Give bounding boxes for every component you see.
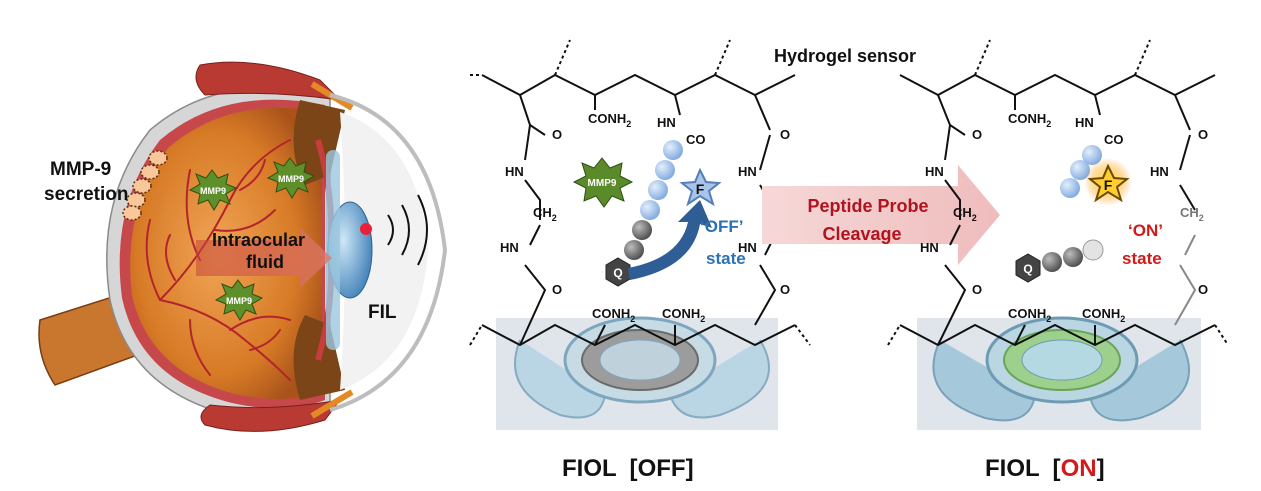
quencher-on-label: Q [1023,262,1032,276]
emission-arcs [387,194,428,266]
fluid-label: fluid [246,252,284,272]
o-right-off: O [780,127,790,142]
off-state-word: state [706,249,746,268]
o-left2-off: O [552,282,562,297]
hn-left2-off: HN [500,240,519,255]
polymer-backbone-off [469,39,811,347]
caption-off: FIOL [OFF] [562,455,694,482]
blood-vessels [145,139,291,381]
mmp9-star-off [572,157,634,208]
quencher-on [1015,253,1041,283]
polymer-backbone-on [887,39,1229,347]
co-top-off: CO [686,132,706,147]
conh2-top-off: CONH2 [588,111,631,129]
nh-top-off: HN [657,115,676,130]
cleavage-label-1: Peptide Probe [807,196,928,216]
hydrogel-off-panel: HN HN O O CH2 O HN O HN CONH2 HN CO CONH… [469,39,811,430]
ch2-left-off: CH2 [533,205,557,223]
mmp9-star-eye-2-label: MMP9 [278,174,304,184]
o-left-on: O [972,127,982,142]
o-right-on: O [1198,127,1208,142]
o-right2-off: O [780,282,790,297]
hn-right-off: HN [738,164,757,179]
conh2-bottom1-off: CONH2 [592,306,635,324]
caption-on: FIOL [ON] [985,455,1105,482]
o-right2-on: O [1198,282,1208,297]
hn-right2-off: HN [738,240,757,255]
mmp9-star-eye-3 [214,279,264,321]
hn-right-on: HN [1150,164,1169,179]
fluorophore-on-label: F [1104,177,1113,193]
lower-muscle [200,399,342,432]
tendon-bottom [310,389,354,419]
hn-left2-on: HN [920,240,939,255]
hydrogel-sensor-title: Hydrogel sensor [774,46,916,66]
peptide-fragment-blue-on [1060,145,1102,198]
quencher-off-label: Q [613,266,622,280]
hn-left-off: HN [505,164,524,179]
hydrogel-on-panel: HN HN O O CH2 O HN O CH2 CONH2 HN CO CON… [887,39,1229,430]
lens-haptic [326,150,340,350]
ch2-right-on: CH2 [1180,205,1204,223]
secretion-label: secretion [44,184,128,205]
anterior-chamber [340,112,428,390]
o-left2-on: O [972,282,982,297]
eye-illustration: MMP9 MMP9 MMP9 MMP-9 secretion Intraocul… [38,61,448,432]
fluorescent-dot [360,223,372,235]
conh2-bottom1-on: CONH2 [1008,306,1051,324]
cleavage-arrow [762,165,1000,265]
lens-ring-on [932,316,1190,422]
o-left-off: O [552,127,562,142]
cleavage-label-2: Cleavage [822,224,901,244]
mmp9-star-eye-3-label: MMP9 [226,296,252,306]
fil-label: FIL [368,302,397,323]
fluorophore-on [1087,163,1130,203]
conh2-bottom2-off: CONH2 [662,306,705,324]
mmp9-star-eye-2 [266,157,316,199]
on-state-label: ‘ON’ [1128,221,1163,240]
lens-ring-off [514,316,770,419]
upper-muscle [195,61,342,101]
co-top-on: CO [1104,132,1124,147]
mmp9-star-eye-1-label: MMP9 [200,186,226,196]
conh2-top-on: CONH2 [1008,111,1051,129]
fluorophore-off-label: F [696,181,705,197]
mmp9-star-eye-1 [188,169,238,211]
mmp9-secretion-cluster [122,150,168,221]
on-state-word: state [1122,249,1162,268]
quencher-off [605,257,631,287]
peptide-fragment-gray-on [1042,239,1104,272]
peptide-probe-off [624,140,683,260]
conh2-bottom2-on: CONH2 [1082,306,1125,324]
hn-left-on: HN [925,164,944,179]
fluorophore-off [679,167,722,207]
nh-top-on: HN [1075,115,1094,130]
ch2-left-on: CH2 [953,205,977,223]
fluid-arrow [196,228,332,288]
intraocular-label: Intraocular [212,230,305,250]
mmp9-label: MMP-9 [50,159,111,180]
cornea [329,93,448,412]
quench-arrow [628,200,712,280]
mmp9-star-off-label: MMP9 [588,178,617,189]
off-state-label: ‘OFF’ [700,217,743,236]
